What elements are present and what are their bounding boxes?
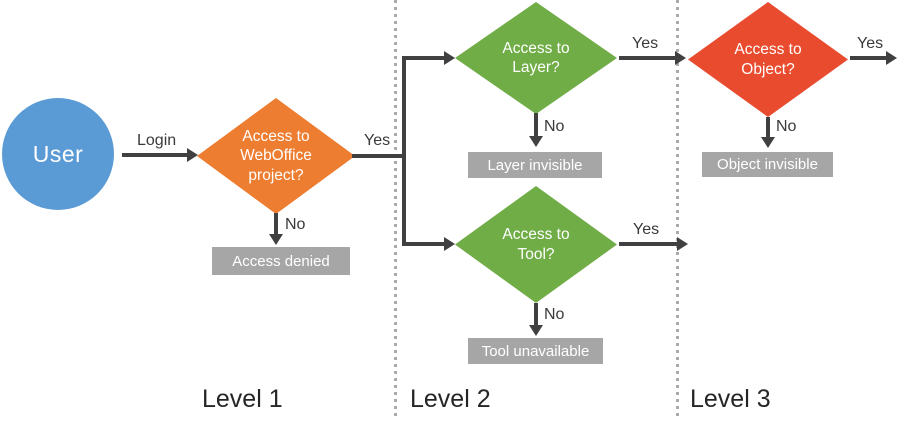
tool-no-label: No xyxy=(544,306,565,323)
level-2-caption: Level 2 xyxy=(410,385,491,413)
layer-yes-label: Yes xyxy=(632,35,659,52)
tool-no-arrowhead xyxy=(529,325,543,336)
object-no-label: No xyxy=(776,118,797,135)
decision-tool: Access to Tool? xyxy=(455,186,617,303)
layer-no-line xyxy=(534,113,538,137)
branch-vertical-line xyxy=(402,56,406,246)
layer-yes-line xyxy=(619,56,676,60)
branch-to-layer-line xyxy=(406,56,446,60)
access-denied-label: Access denied xyxy=(232,252,330,270)
object-no-arrowhead xyxy=(761,137,775,148)
layer-yes-arrowhead xyxy=(675,51,686,65)
tool-unavailable-label: Tool unavailable xyxy=(481,342,590,360)
tool-no-line xyxy=(534,303,538,326)
object-no-line xyxy=(766,117,770,138)
user-start-node: User xyxy=(2,98,114,210)
level-1-caption: Level 1 xyxy=(202,385,283,413)
weboffice-no-arrowhead xyxy=(269,234,283,245)
weboffice-no-line xyxy=(274,213,278,235)
level-3-caption: Level 3 xyxy=(690,385,771,413)
object-yes-label: Yes xyxy=(857,35,884,52)
layer-no-arrowhead xyxy=(529,136,543,147)
outcome-access-denied: Access denied xyxy=(212,247,350,275)
outcome-object-invisible: Object invisible xyxy=(702,152,833,177)
object-invisible-label: Object invisible xyxy=(717,156,818,173)
login-arrow-line xyxy=(122,153,188,157)
weboffice-yes-label: Yes xyxy=(364,132,391,149)
outcome-layer-invisible: Layer invisible xyxy=(468,152,602,178)
decision-object: Access to Object? xyxy=(688,2,848,117)
weboffice-no-label: No xyxy=(285,216,306,233)
layer-invisible-label: Layer invisible xyxy=(487,156,583,174)
login-edge-label: Login xyxy=(137,132,177,149)
tool-yes-arrowhead xyxy=(677,237,688,251)
outcome-tool-unavailable: Tool unavailable xyxy=(468,338,603,364)
object-yes-arrowhead xyxy=(886,51,897,65)
object-yes-line xyxy=(850,56,887,60)
login-arrowhead xyxy=(187,148,198,162)
decision-layer: Access to Layer? xyxy=(455,2,617,114)
user-label: User xyxy=(32,140,84,167)
branch-to-tool-line xyxy=(406,242,446,246)
branch-to-tool-arrowhead xyxy=(444,237,455,251)
level2-level3-divider xyxy=(676,0,679,417)
decision-weboffice-project: Access to WebOffice project? xyxy=(197,98,355,214)
decision-layer-label: Access to Layer? xyxy=(502,39,570,76)
tool-yes-label: Yes xyxy=(633,221,660,238)
level1-level2-divider xyxy=(394,0,397,417)
weboffice-yes-line xyxy=(352,154,406,158)
layer-no-label: No xyxy=(544,118,565,135)
branch-to-layer-arrowhead xyxy=(444,51,455,65)
decision-weboffice-label: Access to WebOffice project? xyxy=(240,127,312,184)
decision-object-label: Access to Object? xyxy=(734,41,802,78)
decision-tool-label: Access to Tool? xyxy=(502,226,570,263)
tool-yes-line xyxy=(619,242,678,246)
